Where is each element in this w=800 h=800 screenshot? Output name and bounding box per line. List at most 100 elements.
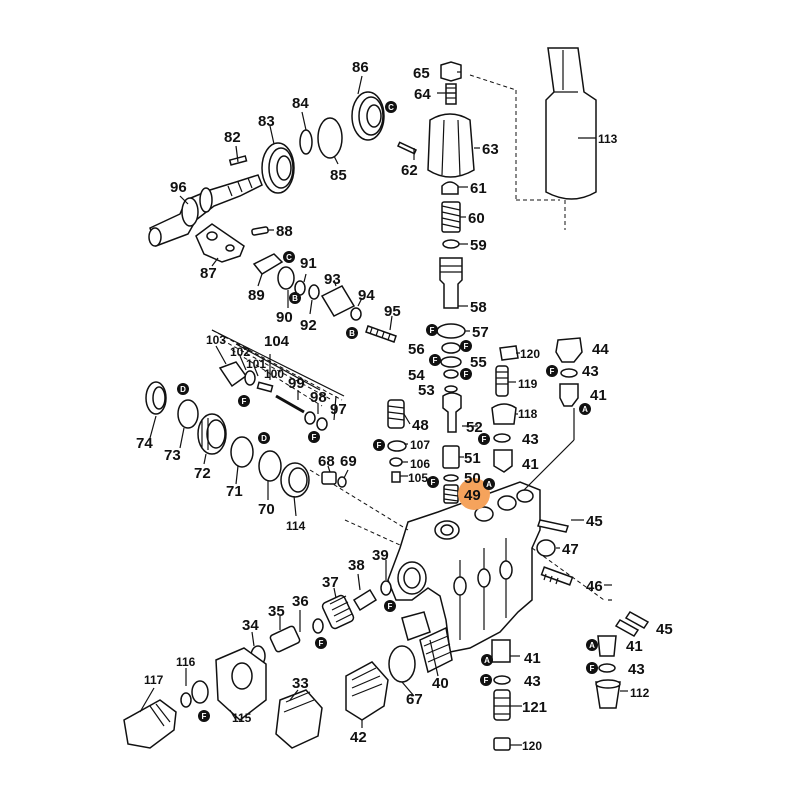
badge-f: F (460, 368, 472, 380)
label-61: 61 (470, 180, 487, 197)
badge-f: F (478, 433, 490, 445)
badge-f: F (198, 710, 210, 722)
label-40: 40 (432, 675, 449, 692)
svg-text:F: F (388, 602, 393, 611)
svg-text:F: F (430, 326, 435, 335)
svg-text:F: F (482, 435, 487, 444)
badge-f: F (315, 637, 327, 649)
badge-b: B (289, 292, 301, 304)
label-52: 52 (466, 419, 483, 436)
lower-right-parts (531, 519, 650, 637)
callout-badges: C C B B F F D D F F F F F F F F A A F F … (177, 101, 598, 722)
label-36: 36 (292, 593, 309, 610)
label-97: 97 (330, 401, 347, 418)
label-86: 86 (352, 59, 369, 76)
label-49: 49 (464, 487, 481, 504)
label-69: 69 (340, 453, 357, 470)
label-37: 37 (322, 574, 339, 591)
svg-text:F: F (433, 356, 438, 365)
label-43c: 43 (524, 673, 541, 690)
svg-text:F: F (431, 478, 436, 487)
badge-d: D (177, 383, 189, 395)
svg-text:B: B (292, 294, 298, 303)
badge-f: F (427, 476, 439, 488)
unloader-stack (397, 61, 560, 393)
label-82: 82 (224, 129, 241, 146)
label-99: 99 (288, 375, 305, 392)
badge-c: C (385, 101, 397, 113)
label-41c: 41 (524, 650, 541, 667)
right-column (491, 337, 583, 491)
label-98: 98 (310, 389, 327, 406)
label-68: 68 (318, 453, 335, 470)
leader-lines (139, 71, 628, 746)
label-74: 74 (136, 435, 153, 452)
badge-f: F (546, 365, 558, 377)
badge-b: B (346, 327, 358, 339)
svg-text:A: A (582, 405, 588, 414)
label-120a: 120 (520, 347, 540, 361)
badge-f: F (480, 674, 492, 686)
label-101: 101 (246, 357, 266, 371)
label-107: 107 (410, 438, 430, 452)
label-59: 59 (470, 237, 487, 254)
svg-text:A: A (589, 641, 595, 650)
badge-c: C (283, 251, 295, 263)
small-parts (321, 399, 407, 488)
label-115: 115 (232, 711, 252, 725)
label-41a: 41 (590, 387, 607, 404)
svg-text:B: B (349, 329, 355, 338)
label-57: 57 (472, 324, 489, 341)
svg-text:F: F (377, 441, 382, 450)
label-67: 67 (406, 691, 423, 708)
badge-a: A (483, 478, 495, 490)
svg-text:A: A (484, 656, 490, 665)
piston-group (211, 329, 343, 431)
label-114: 114 (286, 519, 306, 533)
label-94: 94 (358, 287, 375, 304)
bottom-left-parts (123, 580, 431, 749)
badge-f: F (586, 662, 598, 674)
svg-text:F: F (202, 712, 207, 721)
label-41b: 41 (522, 456, 539, 473)
badge-f: F (426, 324, 438, 336)
label-83: 83 (258, 113, 275, 130)
label-90: 90 (276, 309, 293, 326)
svg-text:F: F (464, 342, 469, 351)
label-121: 121 (522, 699, 547, 716)
label-33: 33 (292, 675, 309, 692)
label-87: 87 (200, 265, 217, 282)
label-43d: 43 (628, 661, 645, 678)
svg-text:F: F (312, 433, 317, 442)
label-55: 55 (470, 354, 487, 371)
label-85: 85 (330, 167, 347, 184)
svg-text:D: D (261, 434, 267, 443)
label-42: 42 (350, 729, 367, 746)
label-96: 96 (170, 179, 187, 196)
part-drawings (123, 47, 650, 751)
badge-a: A (481, 654, 493, 666)
label-104: 104 (264, 333, 290, 350)
label-116: 116 (176, 655, 196, 669)
label-58: 58 (470, 299, 487, 316)
label-34: 34 (242, 617, 259, 634)
label-60: 60 (468, 210, 485, 227)
label-48: 48 (412, 417, 429, 434)
label-43a: 43 (582, 363, 599, 380)
label-100: 100 (264, 367, 284, 381)
label-50: 50 (464, 470, 481, 487)
label-44: 44 (592, 341, 609, 358)
label-45b: 45 (656, 621, 673, 638)
badge-f: F (238, 395, 250, 407)
label-72: 72 (194, 465, 211, 482)
label-63: 63 (482, 141, 499, 158)
label-70: 70 (258, 501, 275, 518)
label-43b: 43 (522, 431, 539, 448)
bearing-group (228, 91, 385, 194)
label-95: 95 (384, 303, 401, 320)
label-103: 103 (206, 333, 226, 347)
label-73: 73 (164, 447, 181, 464)
label-112: 112 (630, 686, 650, 700)
check-valve-column (442, 392, 462, 504)
